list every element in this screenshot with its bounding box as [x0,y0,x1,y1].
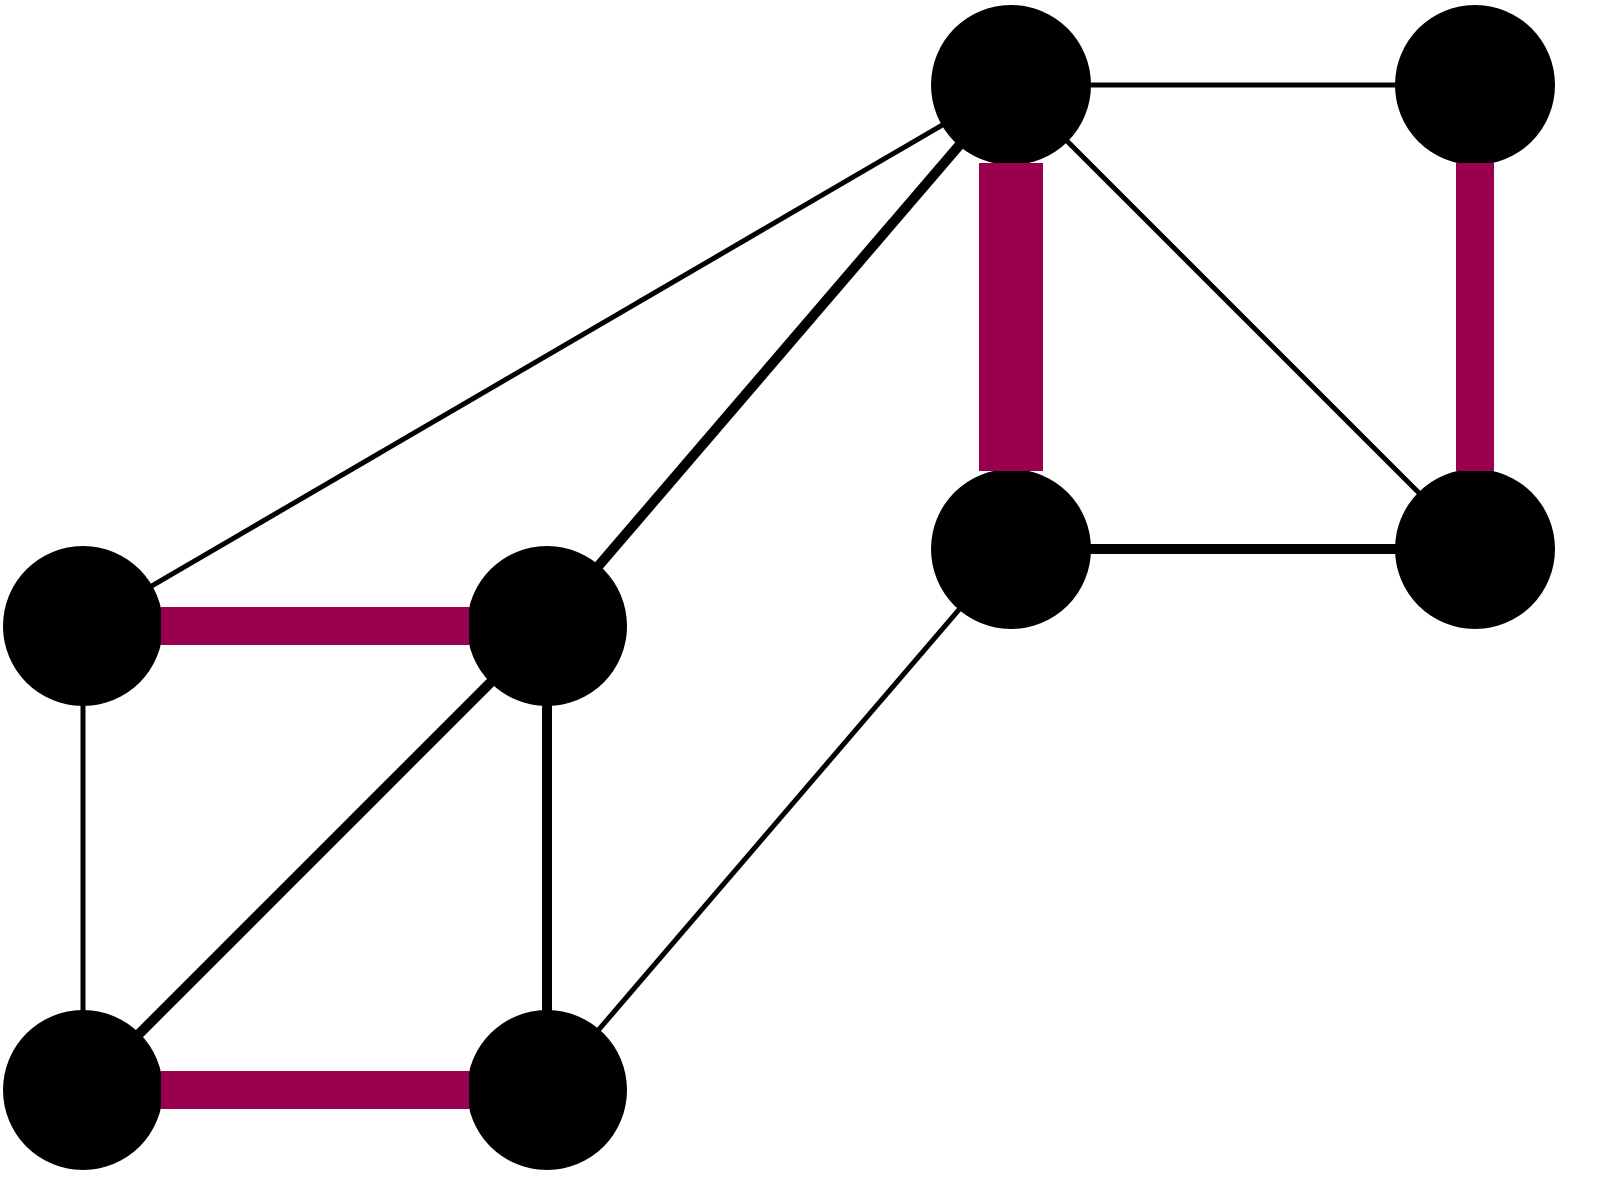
node-G [931,469,1091,629]
node-F [1395,5,1555,165]
node-E [931,5,1091,165]
node-A [3,546,163,706]
edges [79,81,1477,1094]
edge-A-E [81,82,1013,629]
node-B [467,546,627,706]
node-D [467,1010,627,1170]
edge-B-E [543,81,1015,630]
edge-B-C [79,622,551,1094]
node-H [1395,469,1555,629]
edge-D-G [545,547,1013,1092]
highlighted-edges [161,163,1494,1109]
node-C [3,1010,163,1170]
nodes [3,5,1555,1170]
edge-E-H [1009,83,1477,551]
